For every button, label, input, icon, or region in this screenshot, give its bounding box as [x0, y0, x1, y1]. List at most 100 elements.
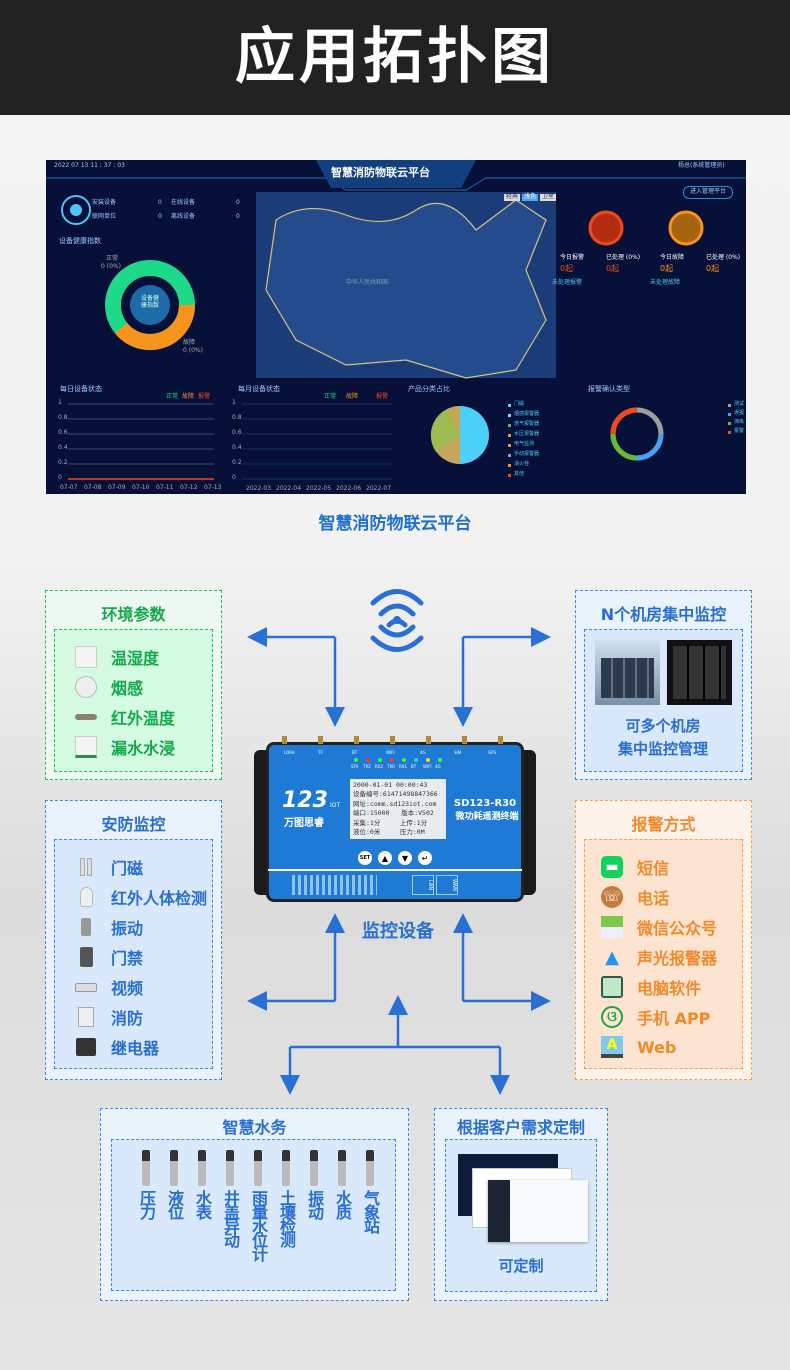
water-item: 井盖异动 — [216, 1150, 244, 1290]
pressure-sensor-icon — [142, 1150, 150, 1186]
led-label: RX1 — [399, 764, 408, 769]
legend-swatch — [728, 413, 731, 416]
map-mode-classic[interactable]: 经典 — [504, 193, 521, 201]
legend-label: 误报 — [734, 410, 745, 416]
y-tick-label: 0.4 — [232, 444, 242, 451]
antenna-label: TF — [318, 750, 323, 755]
dashboard-graphics — [46, 160, 746, 480]
smart-water-panel: 智慧水务 压力液位水表井盖异动雨量水位计土壤检测振动水质气象站 — [100, 1108, 409, 1301]
lcd-line: 2000-01-01 00:00:43 — [353, 781, 428, 789]
antenna-connector — [462, 736, 467, 744]
legend-label: 演练 — [734, 419, 745, 425]
user-menu[interactable]: 杨总(系统管理员) — [678, 162, 725, 169]
rooms-desc-line2: 集中监控管理 — [617, 740, 708, 758]
wireless-icon — [370, 589, 424, 652]
rooms-desc-line1: 可多个机房 — [625, 717, 701, 735]
water-item-label: 气象站 — [361, 1190, 380, 1232]
unhandled-alarm-link[interactable]: 未处理报警 — [552, 279, 583, 286]
legend-label: 手动报警器 — [514, 451, 540, 457]
x-tick-label: 2022-04 — [276, 485, 302, 492]
stat-label: 联网单位 — [92, 213, 117, 220]
y-tick-label: 0.2 — [58, 459, 68, 466]
y-tick-label: 1 — [232, 399, 236, 406]
today-fault-label: 今日故障 — [660, 254, 685, 261]
handled-alarm-value: 0 — [606, 264, 612, 273]
item-label: 消防 — [111, 1009, 144, 1028]
list-item: 电脑软件 — [601, 972, 742, 1002]
water-item-label: 雨量水位计 — [249, 1190, 268, 1260]
enter-button[interactable]: ↵ — [418, 851, 432, 865]
antenna-connector — [390, 736, 395, 744]
lan-port: LAN — [412, 875, 434, 895]
wan-port: WAN — [436, 875, 458, 895]
legend-swatch — [508, 444, 511, 447]
up-button[interactable]: ▲ — [378, 851, 392, 865]
antenna-connector — [498, 736, 503, 744]
list-item: 烟感 — [75, 672, 212, 702]
antenna-connector — [354, 736, 359, 744]
status-led — [390, 758, 394, 762]
enter-admin-button[interactable]: 进入管理平台 — [683, 186, 734, 199]
lcd-line: 液位:0米 压力:0M — [353, 828, 425, 837]
server-rooms-panel: N个机房集中监控 可多个机房 集中监控管理 — [575, 590, 752, 780]
item-label: 微信公众号 — [637, 919, 718, 938]
legend-swatch — [508, 434, 511, 437]
water-item: 土壤检测 — [272, 1150, 300, 1290]
stat-label: 在线设备 — [171, 199, 196, 206]
stat-label: 离线设备 — [171, 213, 196, 220]
x-tick-label: 2022-05 — [306, 485, 332, 492]
set-button[interactable]: SET — [358, 851, 372, 865]
water-item: 水表 — [188, 1150, 216, 1290]
handled-fault-value: 0 — [706, 264, 712, 273]
water-item-label: 井盖异动 — [221, 1190, 240, 1246]
environment-panel: 环境参数 温湿度 烟感 红外温度 漏水水浸 — [45, 590, 222, 780]
water-item-label: 液位 — [165, 1190, 184, 1218]
legend-normal: 正常 — [324, 393, 337, 400]
sms-icon: ▬ — [601, 856, 623, 878]
unit: 起 — [711, 264, 720, 273]
map-mode-light[interactable]: 浅色 — [522, 193, 539, 201]
item-label: 红外温度 — [111, 709, 176, 728]
legend-fault: 故障 — [182, 393, 195, 400]
map-mode-satellite[interactable]: 卫星 — [540, 193, 557, 201]
x-tick-label: 07-07 — [60, 484, 78, 491]
wechat-mail-icon — [601, 916, 623, 938]
item-label: 声光报警器 — [637, 949, 718, 968]
panel-title: 智慧水务 — [222, 1118, 287, 1137]
water-item-label: 水质 — [333, 1190, 352, 1218]
legend-label: 水压报警器 — [514, 431, 540, 437]
list-item: 漏水水浸 — [75, 732, 212, 762]
brand-name: 万图思睿 — [284, 818, 324, 829]
item-label: Web — [637, 1037, 677, 1057]
led-label: TX0 — [387, 764, 395, 769]
item-label: 继电器 — [111, 1039, 160, 1058]
legend-swatch — [508, 404, 511, 407]
y-tick-label: 0.4 — [58, 444, 68, 451]
item-label: 漏水水浸 — [111, 739, 176, 758]
water-leak-sensor-icon — [75, 736, 97, 758]
unhandled-fault-link[interactable]: 未处理故障 — [650, 279, 681, 286]
vibration-sensor-icon — [310, 1150, 318, 1186]
brand-logo-sub: IOT — [330, 802, 341, 809]
y-tick-label: 0.6 — [232, 429, 242, 436]
water-item-label: 土壤检测 — [277, 1190, 296, 1246]
soil-sensor-icon — [282, 1150, 290, 1186]
health-center-label: 设备健康指数 — [140, 295, 159, 309]
divider — [268, 869, 522, 871]
down-button[interactable]: ▼ — [398, 851, 412, 865]
antenna-label: SIM — [454, 750, 462, 755]
item-label: 门磁 — [111, 859, 144, 878]
water-quality-sensor-icon — [338, 1150, 346, 1186]
stat-value: 0 — [236, 199, 240, 206]
antenna-label: LORA — [284, 750, 295, 755]
list-item: 消防 — [75, 1002, 212, 1032]
camera-icon — [75, 976, 97, 998]
antenna-label: 4G — [420, 750, 426, 755]
x-tick-label: 07-12 — [180, 484, 198, 491]
pir-sensor-icon — [75, 886, 97, 908]
vibration-sensor-icon — [75, 916, 97, 938]
water-item-label: 水表 — [193, 1190, 212, 1218]
